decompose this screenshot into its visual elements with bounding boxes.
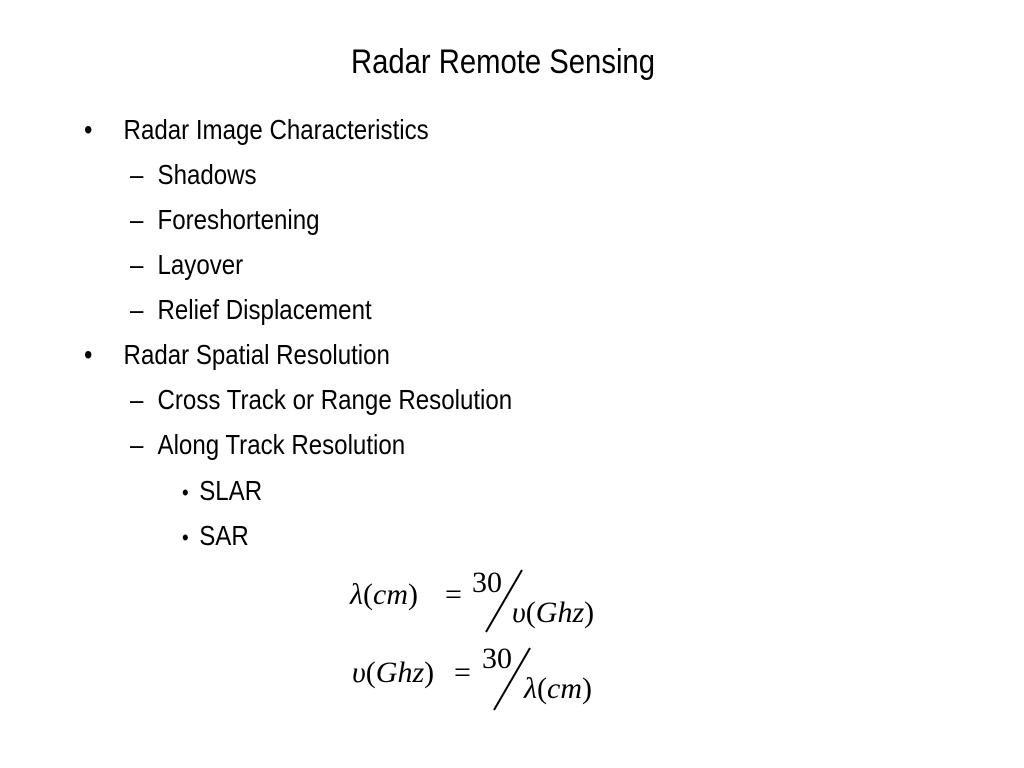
formula-numerator: 30 [482, 642, 512, 675]
bullet-text: Along Track Resolution [157, 429, 406, 460]
dash-marker: – [130, 294, 144, 325]
bullet-marker: • [84, 114, 93, 145]
bullet-marker: • [182, 525, 189, 550]
bullet-text: Shadows [157, 159, 257, 190]
lambda-symbol: λ [524, 672, 537, 705]
bullet-marker: • [182, 480, 189, 505]
sub-bullet-item: –Layover [130, 247, 243, 283]
bullet-text: Cross Track or Range Resolution [157, 384, 513, 415]
dash-marker: – [130, 429, 144, 460]
sub-sub-bullet-item: • SLAR [182, 473, 262, 511]
equals-sign: = [454, 656, 471, 689]
nu-symbol: υ [352, 656, 366, 689]
equals-sign: = [445, 578, 462, 611]
formula-denominator: υ(Ghz) [512, 596, 595, 629]
sub-bullet-item: –Along Track Resolution [130, 427, 405, 463]
bullet-text: Relief Displacement [157, 294, 372, 325]
dash-marker: – [130, 384, 144, 415]
sub-sub-bullet-item: • SAR [182, 518, 249, 556]
formula-wavelength: λ(cm) = 30 υ(Ghz) [350, 566, 620, 638]
sub-bullet-item: –Relief Displacement [130, 292, 372, 328]
bullet-text: Radar Spatial Resolution [123, 339, 390, 370]
fraction-slash [485, 569, 523, 633]
bullet-item: • Radar Image Characteristics [84, 112, 429, 148]
sub-bullet-item: –Shadows [130, 157, 257, 193]
bullet-item: • Radar Spatial Resolution [84, 337, 390, 373]
bullet-text: SAR [199, 520, 249, 551]
unit-ghz: Ghz [375, 656, 425, 689]
bullet-marker: • [84, 339, 93, 370]
nu-symbol: υ [512, 596, 526, 629]
slide-title: Radar Remote Sensing [351, 43, 655, 81]
sub-bullet-item: –Cross Track or Range Resolution [130, 382, 512, 418]
sub-bullet-item: –Foreshortening [130, 202, 319, 238]
unit-ghz: Ghz [535, 596, 585, 629]
dash-marker: – [130, 249, 144, 280]
bullet-text: Foreshortening [157, 204, 320, 235]
bullet-text: Layover [157, 249, 244, 280]
formula-lhs: λ(cm) [350, 578, 418, 611]
formula-frequency: υ(Ghz) = 30 λ(cm) [352, 642, 622, 714]
bullet-text: SLAR [199, 475, 263, 506]
lambda-symbol: λ [350, 578, 363, 611]
unit-cm: cm [547, 672, 582, 705]
dash-marker: – [130, 204, 144, 235]
unit-cm: cm [373, 578, 408, 611]
bullet-text: Radar Image Characteristics [123, 114, 429, 145]
formula-denominator: λ(cm) [524, 672, 592, 705]
formula-numerator: 30 [472, 566, 502, 599]
formula-lhs: υ(Ghz) [352, 656, 435, 689]
dash-marker: – [130, 159, 144, 190]
fraction-slash [493, 647, 531, 711]
